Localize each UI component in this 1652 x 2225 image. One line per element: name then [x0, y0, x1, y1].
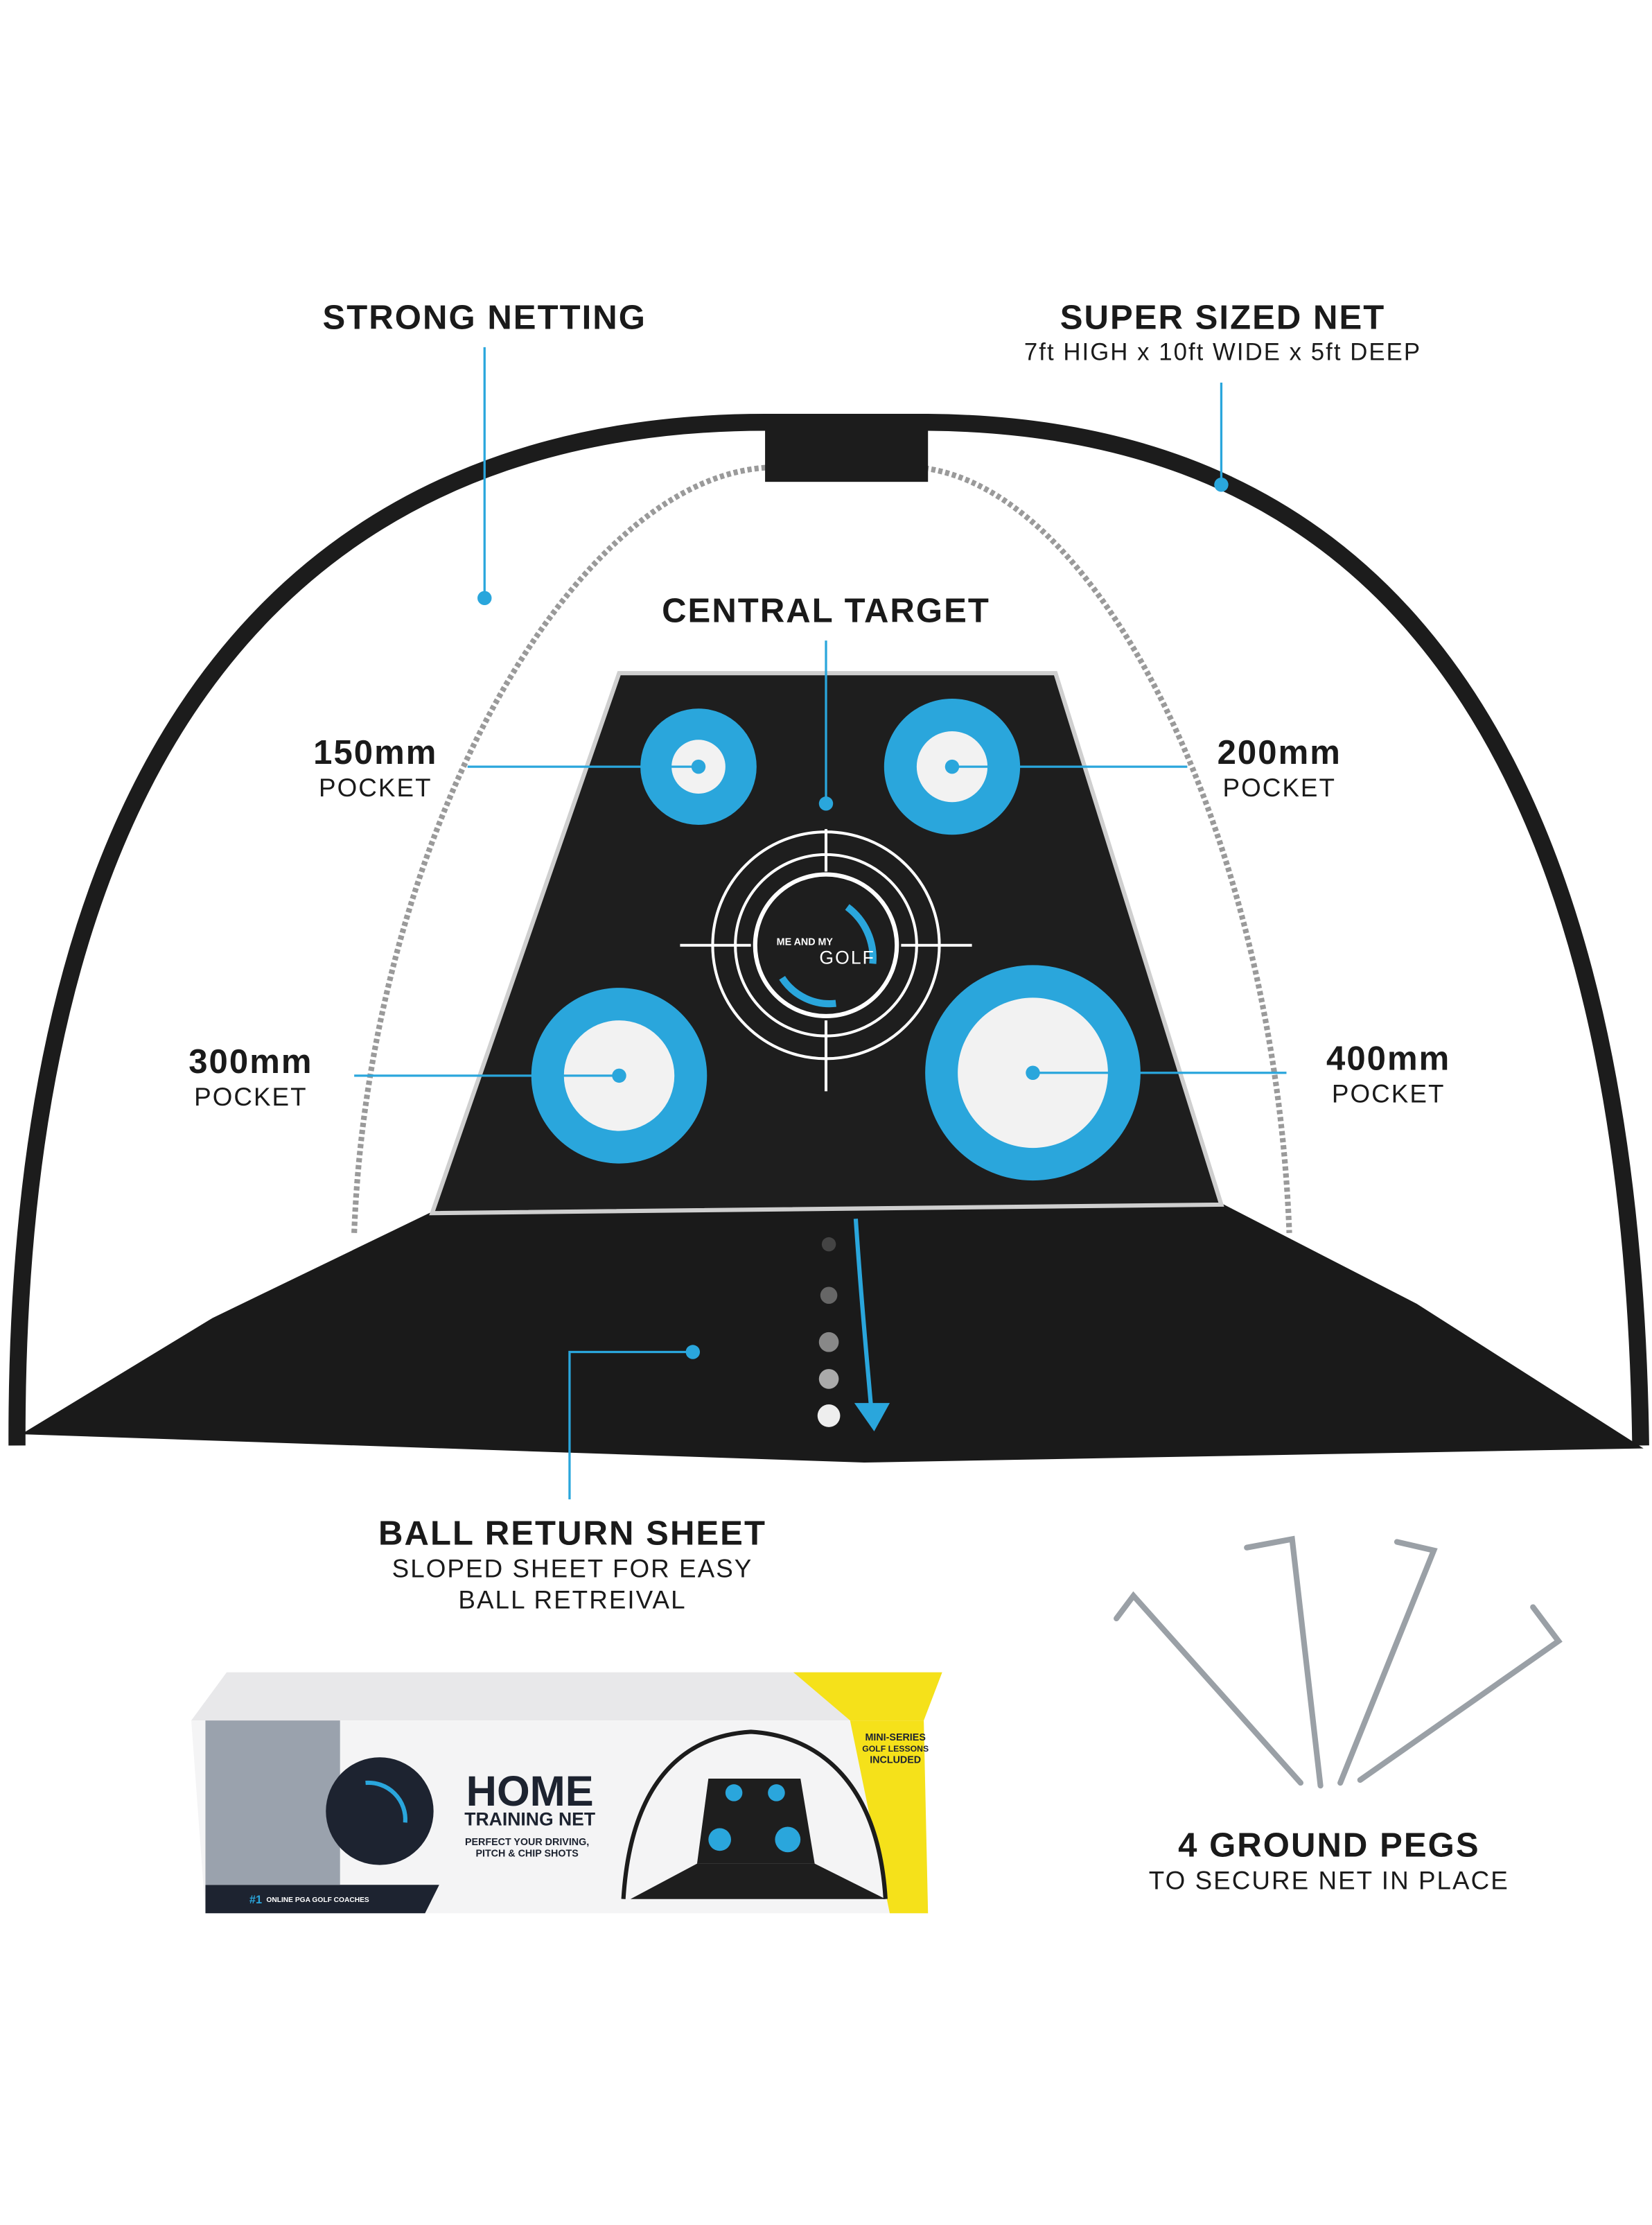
product-box: HOME TRAINING NET PERFECT YOUR DRIVING, … — [191, 1672, 942, 1914]
ball-return-sheet — [21, 1201, 1644, 1463]
box-rank: #1 — [249, 1894, 262, 1906]
label-ball-return-line1: SLOPED SHEET FOR EASY — [392, 1555, 753, 1583]
logo-text-line2: GOLF — [819, 947, 875, 968]
label-ground-pegs: 4 GROUND PEGS — [1178, 1826, 1480, 1864]
label-super-sized-dimensions: 7ft HIGH x 10ft WIDE x 5ft DEEP — [1024, 339, 1421, 365]
net-frame — [8, 414, 1649, 1446]
arrow-down-icon — [853, 1219, 890, 1432]
me-and-my-golf-logo: ME AND MY GOLF — [777, 904, 877, 1008]
logo-text-line1: ME AND MY — [777, 937, 834, 948]
box-badge3: INCLUDED — [870, 1754, 921, 1765]
label-300mm: 300mm — [188, 1043, 313, 1081]
label-200mm: 200mm — [1218, 734, 1342, 771]
box-subtitle: TRAINING NET — [464, 1808, 595, 1829]
label-super-sized-net: SUPER SIZED NET — [1060, 299, 1386, 336]
label-ball-return-sheet: BALL RETURN SHEET — [378, 1515, 766, 1553]
label-150mm-pocket: POCKET — [319, 774, 432, 802]
box-coaches: ONLINE PGA GOLF COACHES — [266, 1896, 369, 1904]
label-ground-pegs-sub: TO SECURE NET IN PLACE — [1149, 1866, 1509, 1894]
box-tagline2: PITCH & CHIP SHOTS — [475, 1848, 578, 1859]
label-150mm: 150mm — [313, 734, 437, 771]
central-target — [680, 829, 972, 1092]
label-central-target: CENTRAL TARGET — [662, 593, 990, 630]
ground-pegs-image — [1114, 1535, 1563, 1789]
box-badge1: MINI-SERIES — [865, 1732, 925, 1743]
label-strong-netting: STRONG NETTING — [323, 299, 647, 336]
box-tagline1: PERFECT YOUR DRIVING, — [465, 1837, 589, 1848]
label-300mm-pocket: POCKET — [194, 1083, 308, 1111]
label-ball-return-line2: BALL RETREIVAL — [458, 1586, 686, 1614]
box-title: HOME — [466, 1767, 594, 1815]
box-badge2: GOLF LESSONS — [862, 1744, 929, 1754]
callout-lines — [354, 347, 1287, 1500]
golf-balls — [817, 1237, 841, 1427]
label-200mm-pocket: POCKET — [1222, 774, 1336, 802]
label-400mm: 400mm — [1326, 1040, 1450, 1078]
label-400mm-pocket: POCKET — [1332, 1080, 1446, 1108]
